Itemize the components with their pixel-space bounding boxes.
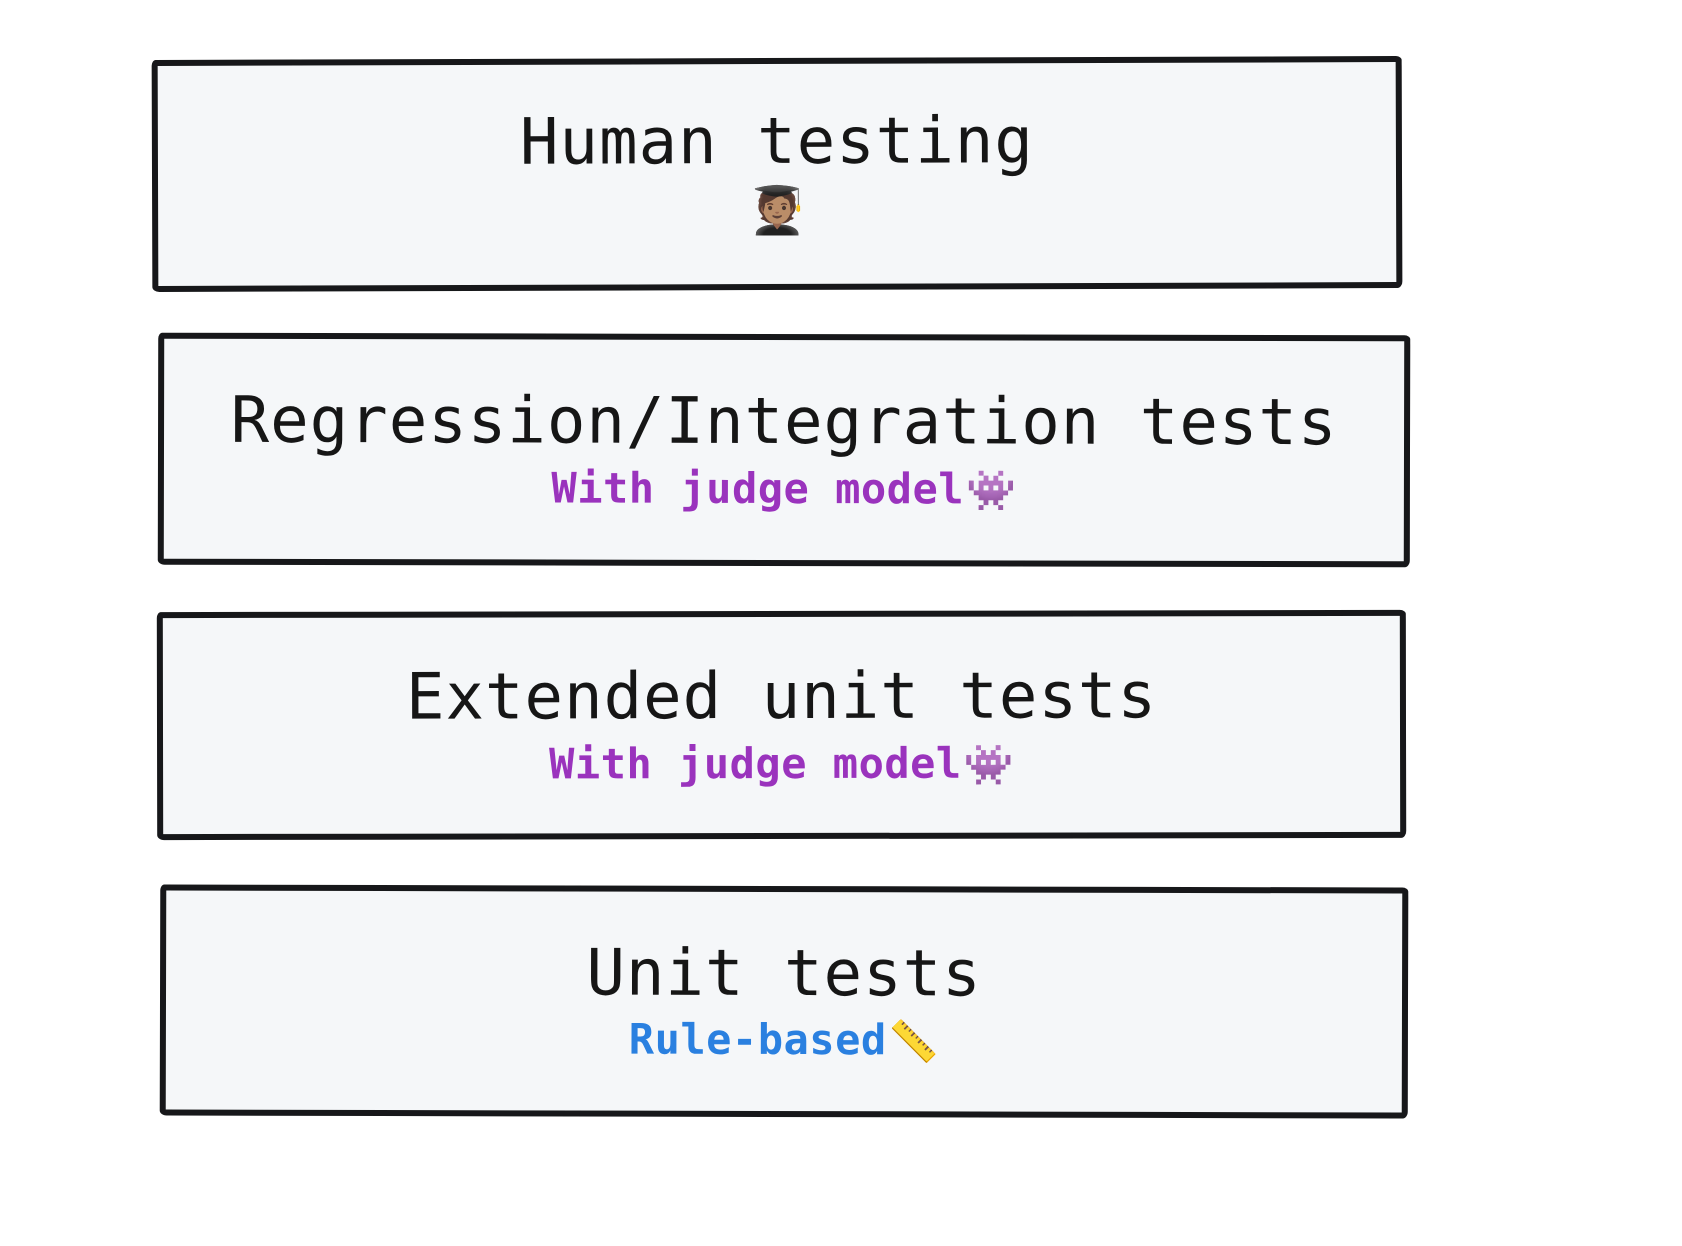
layer-subtitle-text-unit: Rule-based xyxy=(628,1014,887,1065)
layer-content-human-testing: Human testing 🧑🏽‍🎓 xyxy=(158,103,1396,242)
layer-box-unit-tests[interactable]: Unit tests Rule-based📏 xyxy=(159,884,1409,1119)
layer-box-regression-integration-tests[interactable]: Regression/Integration tests With judge … xyxy=(157,332,1411,568)
layer-title-unit-tests: Unit tests xyxy=(586,936,982,1012)
layer-title-regression-integration-tests: Regression/Integration tests xyxy=(230,384,1338,461)
layer-box-human-testing[interactable]: Human testing 🧑🏽‍🎓 xyxy=(151,56,1403,292)
layer-content-unit-tests: Unit tests Rule-based📏 xyxy=(166,936,1402,1066)
layer-title-human-testing: Human testing xyxy=(519,103,1034,180)
layer-subtitle-regression-integration-tests: With judge model👾 xyxy=(551,463,1017,515)
layer-subtitle-text-extended: With judge model xyxy=(549,738,962,788)
alien-monster-emoji: 👾 xyxy=(965,467,1017,515)
layer-subtitle-extended-unit-tests: With judge model👾 xyxy=(549,738,1015,789)
layer-subtitle-text-regression: With judge model xyxy=(551,463,965,513)
alien-monster-emoji: 👾 xyxy=(963,742,1015,789)
layer-content-extended-unit-tests: Extended unit tests With judge model👾 xyxy=(163,659,1400,789)
layer-box-extended-unit-tests[interactable]: Extended unit tests With judge model👾 xyxy=(156,609,1407,841)
layer-subtitle-unit-tests: Rule-based📏 xyxy=(628,1014,940,1066)
layer-content-regression-integration-tests: Regression/Integration tests With judge … xyxy=(164,384,1404,515)
student-emoji: 🧑🏽‍🎓 xyxy=(748,182,806,237)
layer-title-extended-unit-tests: Extended unit tests xyxy=(405,659,1158,736)
straight-ruler-emoji: 📏 xyxy=(888,1019,940,1066)
